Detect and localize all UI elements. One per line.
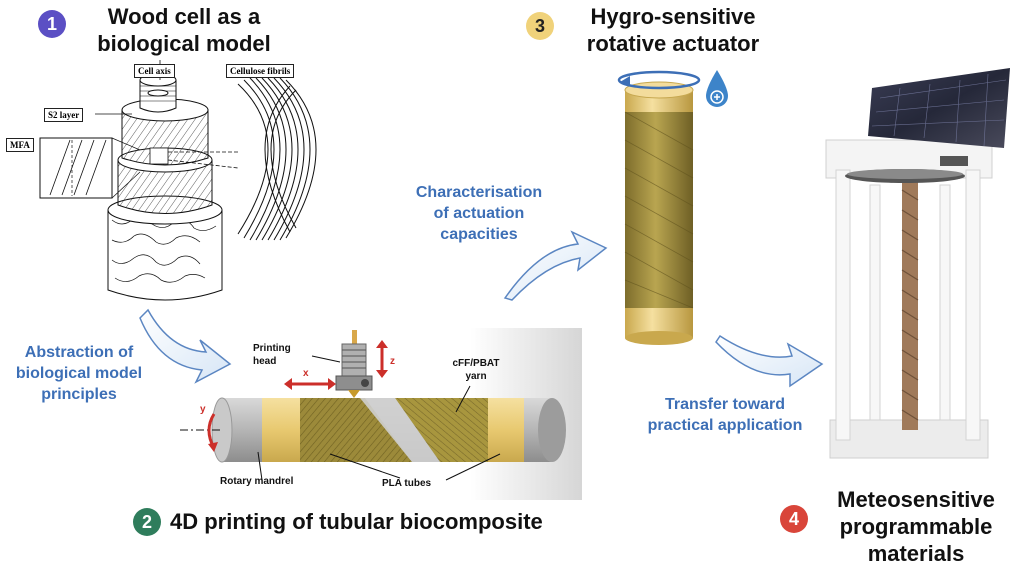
abstraction-line3: principles bbox=[41, 386, 117, 403]
mfa-label: MFA bbox=[6, 138, 34, 152]
s2-layer-label: S2 layer bbox=[44, 108, 84, 122]
characterisation-line2: of actuation bbox=[433, 205, 525, 222]
flow-arrows bbox=[139, 230, 824, 388]
axis-y-label: y bbox=[200, 404, 206, 415]
abstraction-line2: biological model bbox=[15, 365, 143, 382]
transfer-line2: practical application bbox=[647, 417, 803, 434]
step1-title-line1: Wood cell as a bbox=[107, 4, 261, 29]
printing-scene bbox=[180, 328, 582, 500]
characterisation-label: Characterisation of actuation capacities bbox=[404, 182, 554, 245]
step3-number-badge: 3 bbox=[526, 12, 554, 40]
cellulose-fibrils-label: Cellulose fibrils bbox=[226, 64, 295, 78]
step3-title-line2: rotative actuator bbox=[586, 31, 760, 56]
step4-title-line3: materials bbox=[867, 541, 965, 566]
step1-number-badge: 1 bbox=[38, 10, 66, 38]
transfer-line1: Transfer toward bbox=[664, 396, 786, 413]
printing-head-line1: Printing bbox=[253, 343, 291, 354]
transfer-label: Transfer toward practical application bbox=[630, 394, 820, 436]
abstraction-label: Abstraction of biological model principl… bbox=[4, 342, 154, 405]
actuator-drawing bbox=[617, 70, 728, 345]
step1-title: Wood cell as a biological model bbox=[84, 3, 284, 57]
axis-z-label: z bbox=[390, 356, 395, 367]
abstraction-line1: Abstraction of bbox=[24, 344, 134, 361]
step2-number-badge: 2 bbox=[133, 508, 161, 536]
step1-title-line2: biological model bbox=[97, 31, 271, 56]
cell-axis-label: Cell axis bbox=[134, 64, 175, 78]
step4-title-line2: programmable bbox=[839, 514, 993, 539]
step4-number-badge: 4 bbox=[780, 505, 808, 533]
step3-title-line1: Hygro-sensitive bbox=[590, 4, 756, 29]
printing-head-line2: head bbox=[253, 356, 277, 367]
printing-head-label: Printing head bbox=[253, 342, 291, 368]
axis-x-label: x bbox=[303, 368, 309, 379]
step2-title: 4D printing of tubular biocomposite bbox=[170, 509, 543, 534]
yarn-line2: yarn bbox=[465, 371, 487, 382]
wood-cell-drawing bbox=[39, 60, 317, 301]
pla-tubes-label: PLA tubes bbox=[382, 478, 432, 489]
rotary-mandrel-label: Rotary mandrel bbox=[220, 476, 294, 487]
yarn-line1: cFF/PBAT bbox=[452, 358, 500, 369]
yarn-label: cFF/PBAT yarn bbox=[446, 357, 506, 383]
characterisation-line3: capacities bbox=[440, 226, 518, 243]
step3-title: Hygro-sensitive rotative actuator bbox=[568, 3, 778, 57]
characterisation-line1: Characterisation bbox=[415, 184, 543, 201]
step4-title: Meteosensitive programmable materials bbox=[816, 486, 1016, 567]
step4-title-line1: Meteosensitive bbox=[837, 487, 995, 512]
solar-tracker-drawing bbox=[825, 68, 1010, 459]
